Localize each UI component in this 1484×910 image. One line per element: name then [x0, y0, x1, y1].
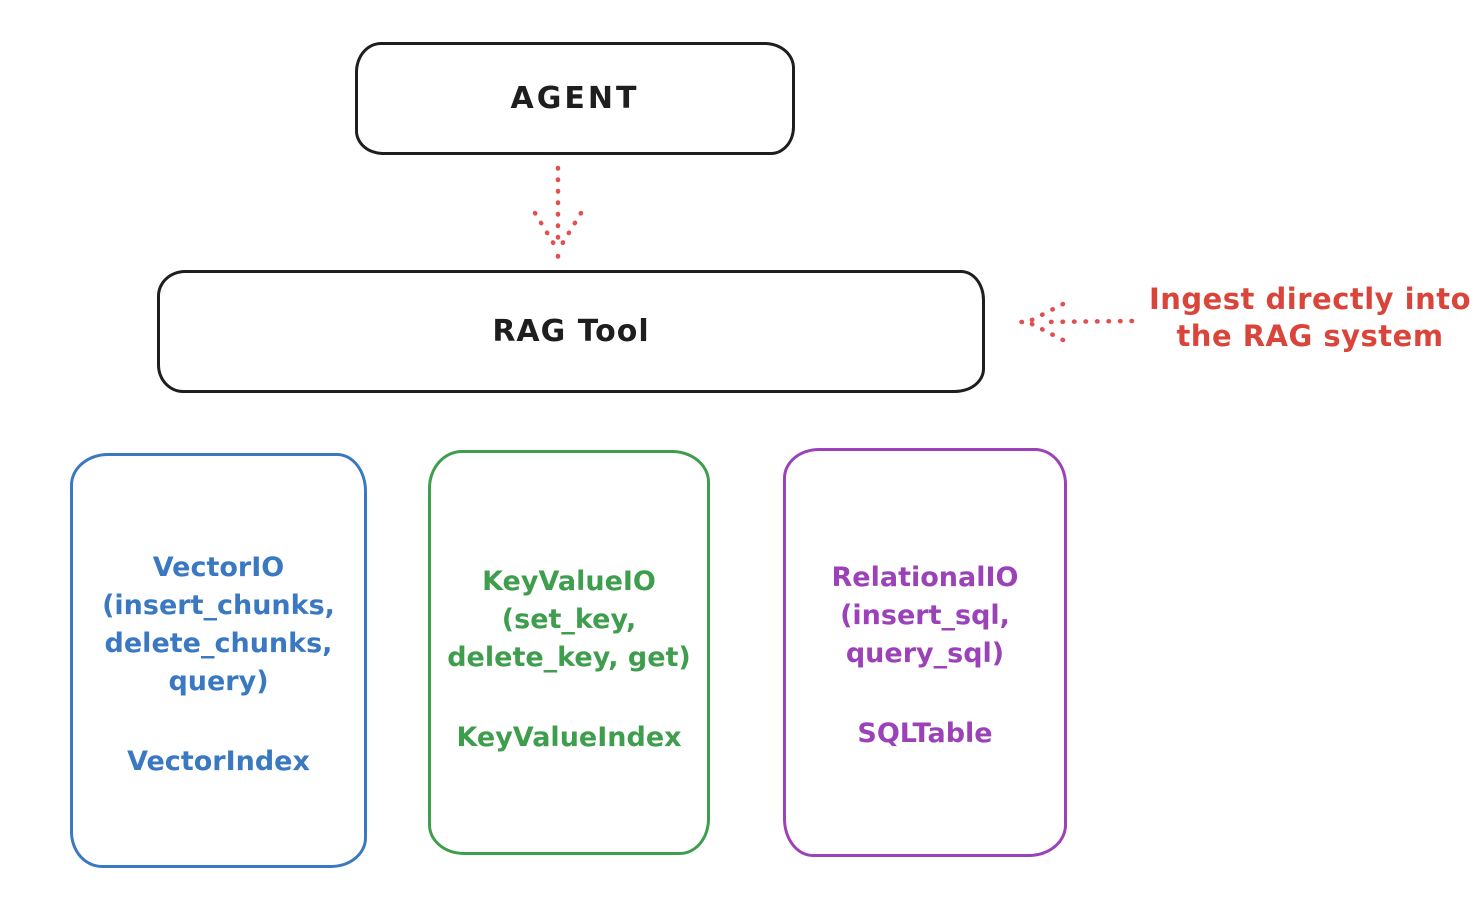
relational-store-node: RelationalIO (insert_sql, query_sql) SQL…	[783, 448, 1067, 857]
ingest-annotation: Ingest directly into the RAG system	[1138, 281, 1482, 355]
vector-store-line: VectorIO	[152, 552, 285, 583]
agent-node-label: AGENT	[510, 81, 640, 116]
rag-tool-node-label: RAG Tool	[492, 314, 650, 349]
vector-store-node: VectorIO (insert_chunks, delete_chunks, …	[70, 453, 367, 868]
ingest-annotation-line2: the RAG system	[1176, 319, 1444, 353]
vector-store-methods: VectorIO (insert_chunks, delete_chunks, …	[73, 549, 364, 701]
keyvalue-index-label: KeyValueIndex	[456, 722, 682, 753]
rag-tool-node: RAG Tool	[157, 270, 985, 393]
keyvalue-store-line: (set_key,	[501, 604, 637, 635]
relational-store-line: RelationalIO	[831, 562, 1019, 593]
annotation-to-ragtool-arrow	[1018, 301, 1135, 343]
keyvalue-store-line: KeyValueIO	[482, 566, 656, 597]
relational-store-line: query_sql)	[845, 638, 1005, 669]
vector-index-label: VectorIndex	[127, 746, 310, 777]
agent-node: AGENT	[355, 42, 795, 155]
keyvalue-store-line: delete_key, get)	[447, 642, 691, 673]
vector-store-line: delete_chunks,	[104, 628, 333, 659]
vector-store-line: (insert_chunks,	[102, 590, 335, 621]
agent-to-ragtool-arrow	[532, 165, 584, 260]
keyvalue-store-methods: KeyValueIO (set_key, delete_key, get)	[431, 563, 707, 677]
ingest-annotation-line1: Ingest directly into	[1148, 282, 1472, 316]
relational-store-methods: RelationalIO (insert_sql, query_sql)	[786, 559, 1064, 673]
keyvalue-store-node: KeyValueIO (set_key, delete_key, get) Ke…	[428, 450, 710, 855]
relational-store-line: (insert_sql,	[840, 600, 1010, 631]
vector-store-line: query)	[168, 666, 269, 697]
sql-table-label: SQLTable	[857, 718, 993, 749]
